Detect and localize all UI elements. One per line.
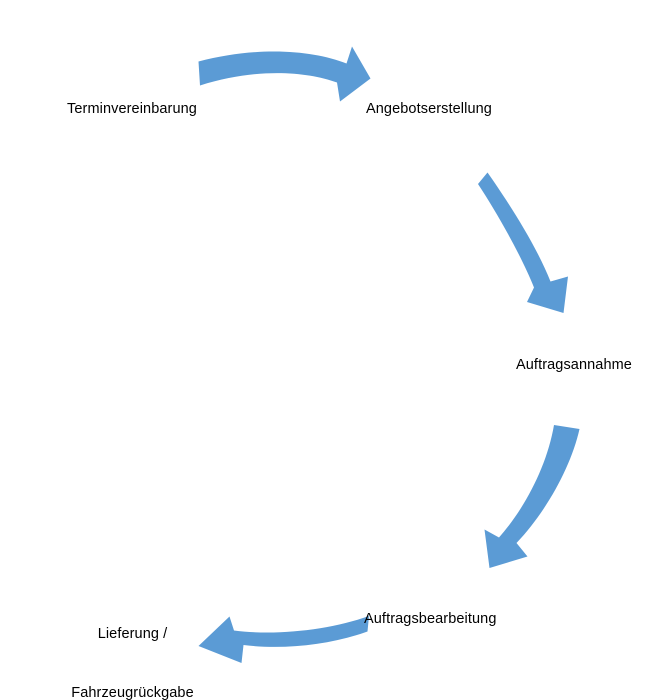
node-label-angebotserstellung: Angebotserstellung [366, 101, 492, 117]
arrow-angebotserstellung-to-auftragsannahme [478, 172, 568, 313]
node-label-terminvereinbarung: Terminvereinbarung [67, 101, 197, 117]
node-label-lieferung-line2: Fahrzeugrückgabe [71, 684, 194, 700]
arrow-terminvereinbarung-to-angebotserstellung [198, 46, 371, 102]
node-label-lieferung-line1: Lieferung / [97, 626, 168, 643]
node-label-auftragsannahme: Auftragsannahme [516, 357, 632, 373]
arrow-auftragsannahme-to-auftragsbearbeitung [484, 425, 580, 568]
node-label-auftragsbearbeitung: Auftragsbearbeitung [364, 611, 497, 627]
node-label-lieferung: Lieferung / Fahrzeugrückgabe [65, 586, 200, 700]
arrow-auftragsbearbeitung-to-lieferung [198, 616, 369, 663]
